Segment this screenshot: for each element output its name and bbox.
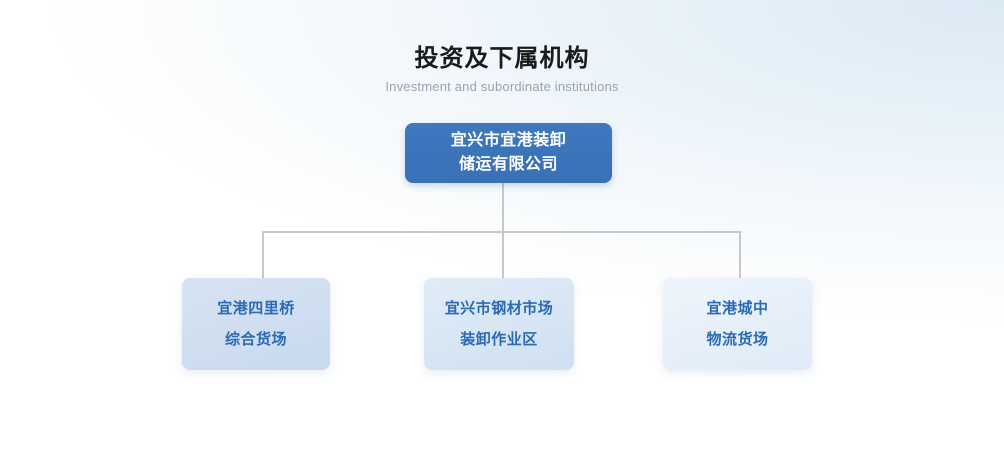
connector-branch-left	[262, 231, 264, 279]
org-node-root[interactable]: 宜兴市宜港装卸 储运有限公司	[405, 123, 612, 183]
page-header: 投资及下属机构 Investment and subordinate insti…	[0, 44, 1004, 96]
connector-branch-right	[739, 231, 741, 279]
org-node-root-line2: 储运有限公司	[458, 156, 558, 173]
org-node-child-3-line2: 物流货场	[706, 331, 769, 348]
connector-branch-center	[502, 231, 504, 279]
org-node-child-1-line1: 宜港四里桥	[217, 300, 295, 317]
page-subtitle: Investment and subordinate institutions	[385, 79, 619, 94]
org-node-child-1[interactable]: 宜港四里桥 综合货场	[182, 278, 330, 370]
connector-root-vertical	[502, 183, 504, 232]
page-title: 投资及下属机构	[414, 45, 590, 72]
connector-horizontal-bar	[262, 231, 740, 233]
org-node-child-1-line2: 综合货场	[224, 331, 287, 348]
org-node-child-3-line1: 宜港城中	[706, 300, 769, 317]
org-node-child-2-line1: 宜兴市钢材市场	[444, 300, 554, 317]
org-node-root-line1: 宜兴市宜港装卸	[450, 132, 567, 149]
org-node-child-2[interactable]: 宜兴市钢材市场 装卸作业区	[424, 278, 574, 370]
org-node-child-2-line2: 装卸作业区	[460, 331, 538, 348]
org-node-child-3[interactable]: 宜港城中 物流货场	[663, 278, 812, 370]
